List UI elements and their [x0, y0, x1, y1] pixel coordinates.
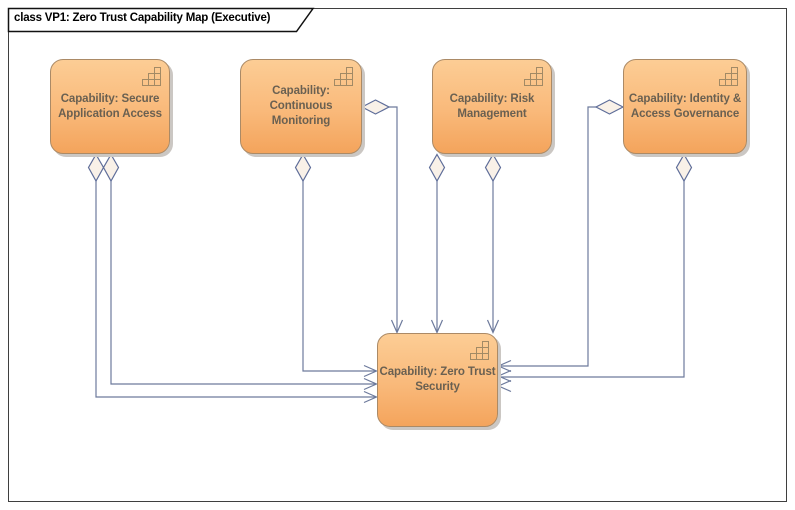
edge-secure-application-access-1[interactable] [87, 153, 378, 404]
node-continuous-monitoring[interactable]: Capability: Continuous Monitoring [240, 59, 362, 154]
open-arrowhead [430, 319, 444, 334]
node-label-line: Capability: Risk [449, 92, 535, 105]
edge-line [302, 181, 376, 372]
edge-line [389, 106, 398, 332]
frame-title: class VP1: Zero Trust Capability Map (Ex… [14, 12, 271, 24]
open-arrowhead [497, 359, 512, 373]
node-label: Capability: Secure Application Access [58, 92, 162, 122]
edge-continuous-monitoring-2[interactable] [360, 99, 404, 334]
open-arrowhead [390, 319, 404, 334]
capability-blocks-icon [524, 67, 543, 86]
open-arrowhead [486, 319, 500, 334]
edge-line [499, 106, 596, 367]
capability-blocks-icon [334, 67, 353, 86]
aggregation-diamond [87, 153, 105, 183]
aggregation-diamond [484, 153, 502, 183]
node-label: Capability: Zero Trust Security [379, 365, 495, 395]
edge-secure-application-access-2[interactable] [102, 153, 378, 391]
edge-identity-access-governance-1[interactable] [497, 99, 625, 373]
edge-continuous-monitoring-1[interactable] [294, 153, 378, 378]
edge-risk-management-1[interactable] [428, 153, 446, 334]
aggregation-diamond [594, 99, 625, 115]
node-label-line: Monitoring [271, 115, 331, 127]
open-arrowhead [363, 377, 378, 391]
aggregation-diamond [360, 99, 391, 115]
node-zero-trust-security[interactable]: Capability: Zero Trust Security [377, 333, 498, 427]
node-secure-application-access[interactable]: Capability: Secure Application Access [50, 59, 170, 154]
frame-title-tab [7, 7, 315, 33]
capability-blocks-icon [142, 67, 161, 86]
edge-identity-access-governance-2[interactable] [497, 153, 693, 393]
capability-blocks-icon [719, 67, 738, 86]
open-arrowhead [363, 364, 378, 378]
capability-blocks-icon [470, 341, 489, 360]
node-label-line: Access Governance [630, 107, 740, 120]
edge-line [110, 181, 376, 385]
node-label-line: Capability: Identity & [628, 92, 742, 105]
node-risk-management[interactable]: Capability: Risk Management [432, 59, 552, 154]
node-label-line: Capability: Secure [60, 92, 160, 105]
node-label: Capability: Identity & Access Governance [629, 92, 741, 122]
node-label-line: Capability: Continuous [269, 85, 333, 112]
node-label: Capability: Continuous Monitoring [241, 84, 361, 129]
open-arrowhead [363, 390, 378, 404]
node-label: Capability: Risk Management [450, 92, 535, 122]
aggregation-diamond [102, 153, 120, 183]
node-label-line: Management [457, 107, 527, 120]
open-arrowhead [497, 369, 512, 383]
aggregation-diamond [428, 153, 446, 183]
open-arrowhead-overlap [497, 379, 512, 393]
edge-risk-management-2[interactable] [484, 153, 502, 334]
aggregation-diamond [294, 153, 312, 183]
node-label-line: Application Access [58, 107, 162, 120]
node-label-line: Security [415, 381, 460, 393]
node-label-line: Capability: Zero Trust [379, 366, 496, 378]
edge-line [499, 181, 685, 378]
edge-line [95, 181, 376, 398]
node-identity-access-governance[interactable]: Capability: Identity & Access Governance [623, 59, 747, 154]
aggregation-diamond [675, 153, 693, 183]
